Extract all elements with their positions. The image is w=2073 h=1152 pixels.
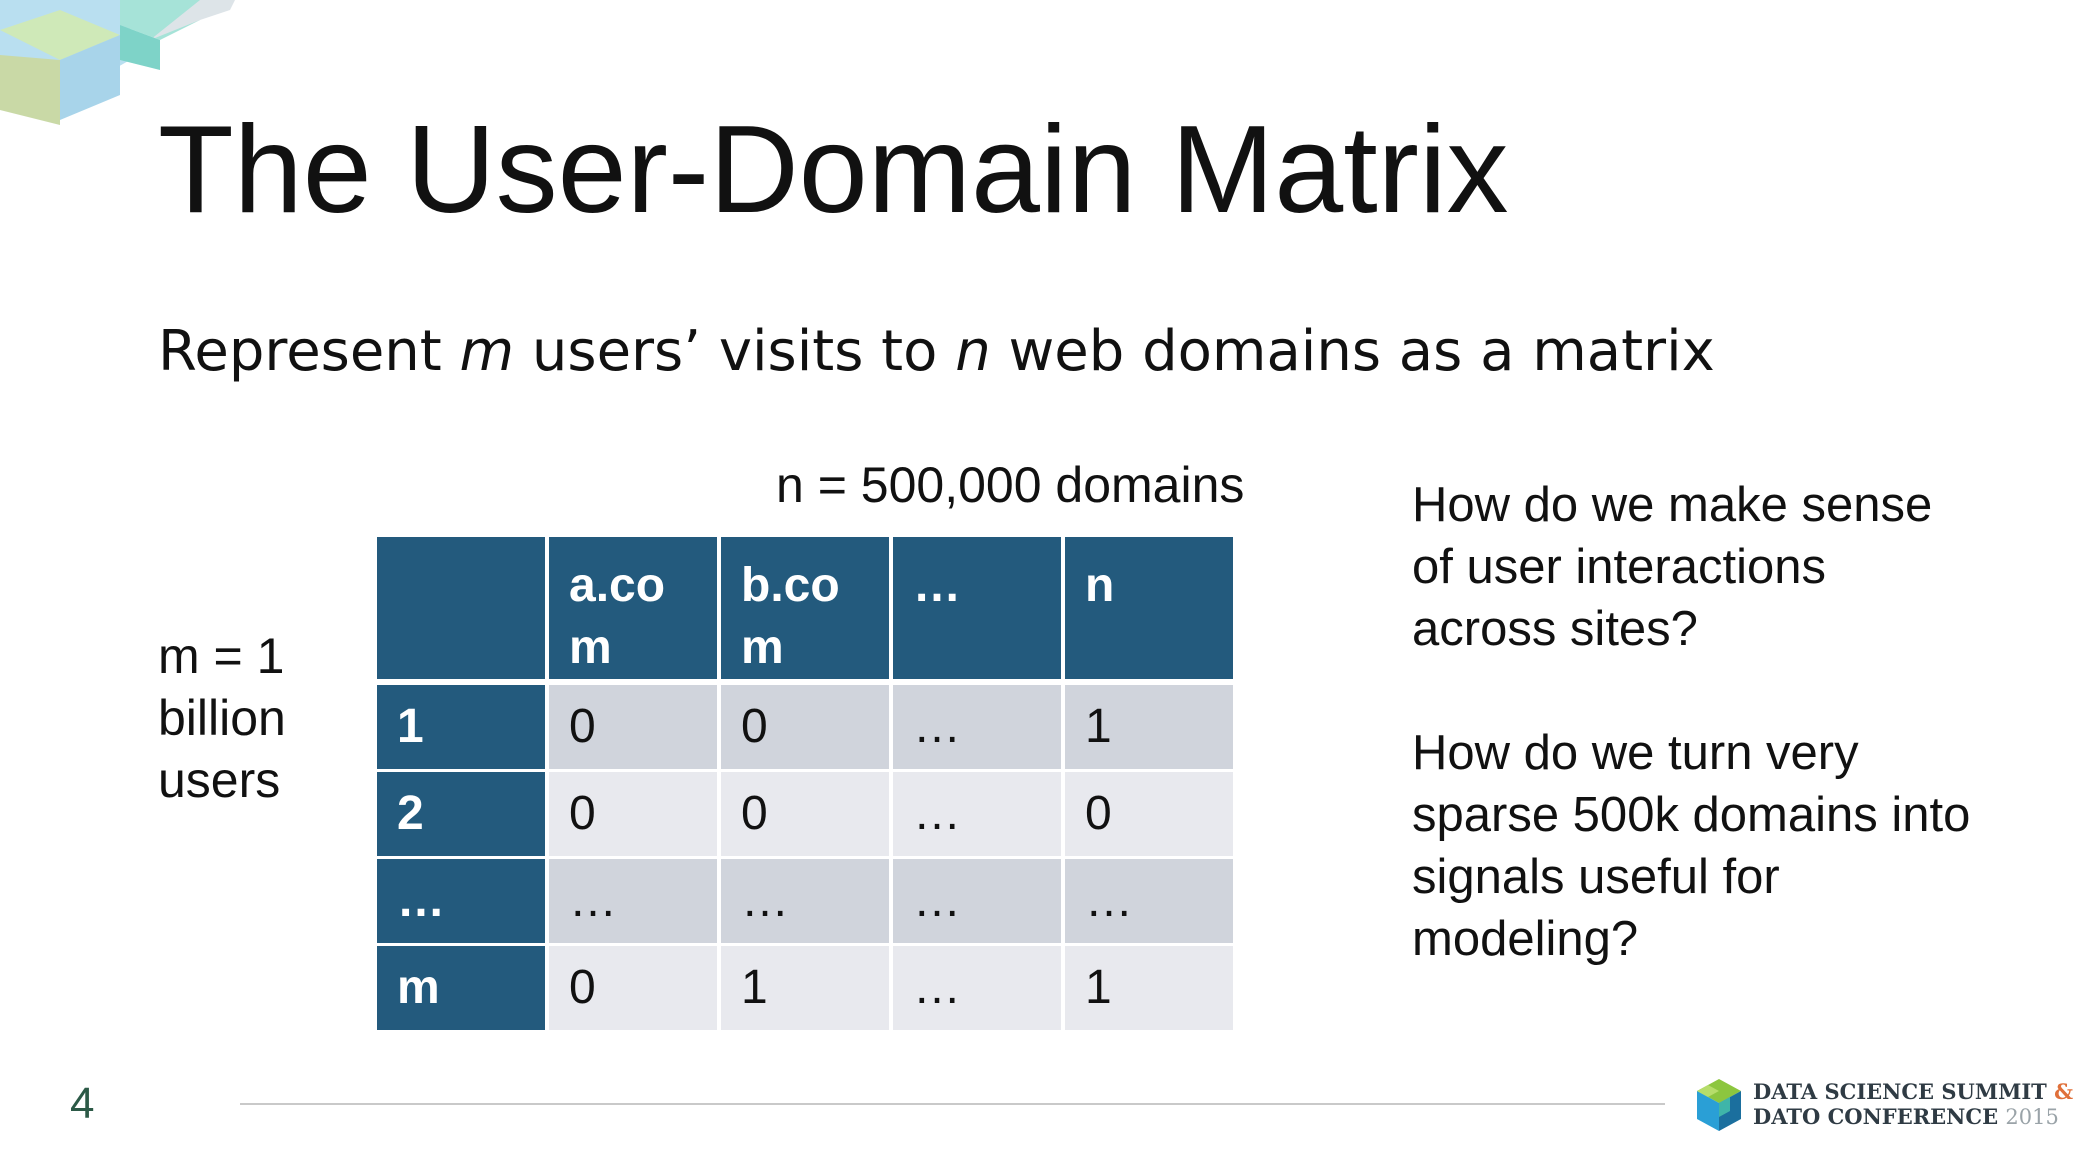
table-row: 2 0 0 … 0 [377,772,1233,859]
table-cell: … [549,859,717,946]
user-count-label: m = 1 billion users [158,625,318,811]
subtitle-text: web domains as a matrix [990,319,1715,384]
slide-title: The User-Domain Matrix [158,101,1509,239]
column-header-n: n [1065,537,1233,685]
table-row: m 0 1 … 1 [377,946,1233,1033]
table-cell: 0 [721,772,889,859]
cube-logo-icon [1697,1079,1741,1131]
question-paragraph: How do we make sense of user interaction… [1412,478,1933,656]
subtitle-text: Represent [158,319,460,384]
table-cell: … [721,859,889,946]
table-cell: … [893,946,1061,1033]
subtitle-variable-n: n [955,319,991,384]
logo-wordmark: DATA SCIENCE SUMMIT & DATO CONFERENCE 20… [1753,1079,2073,1129]
questions-text-block: How do we make sense of user interaction… [1412,474,1972,970]
table-cell: … [893,685,1061,772]
table-cell: … [893,859,1061,946]
table-cell: 1 [721,946,889,1033]
table-cell: 0 [549,685,717,772]
table-cell: 0 [1065,772,1233,859]
footer-divider [240,1103,1665,1105]
user-count-line: users [158,752,281,808]
slide-subtitle: Represent m users’ visits to n web domai… [158,324,1715,380]
table-row: 1 0 0 … 1 [377,685,1233,772]
row-label: 1 [377,685,545,772]
row-label: … [377,859,545,946]
user-count-line: billion [158,690,286,746]
column-header-ellipsis: … [893,537,1061,685]
row-label: m [377,946,545,1033]
table-row: … … … … … [377,859,1233,946]
table-cell: … [893,772,1061,859]
table-cell: 0 [721,685,889,772]
corner-cubes-decoration [0,0,235,125]
table-cell: 1 [1065,685,1233,772]
page-number: 4 [70,1079,95,1128]
user-count-line: m = 1 [158,628,285,684]
conference-logo: DATA SCIENCE SUMMIT & DATO CONFERENCE 20… [1695,1075,2073,1135]
table-cell: 1 [1065,946,1233,1033]
subtitle-variable-m: m [459,319,515,384]
table-cell: 0 [549,772,717,859]
subtitle-text: users’ visits to [514,319,956,384]
matrix-corner-cell [377,537,545,685]
row-label: 2 [377,772,545,859]
domain-count-label: n = 500,000 domains [776,457,1245,513]
table-cell: 0 [549,946,717,1033]
table-cell: … [1065,859,1233,946]
question-paragraph: How do we turn very sparse 500k domains … [1412,726,1971,966]
